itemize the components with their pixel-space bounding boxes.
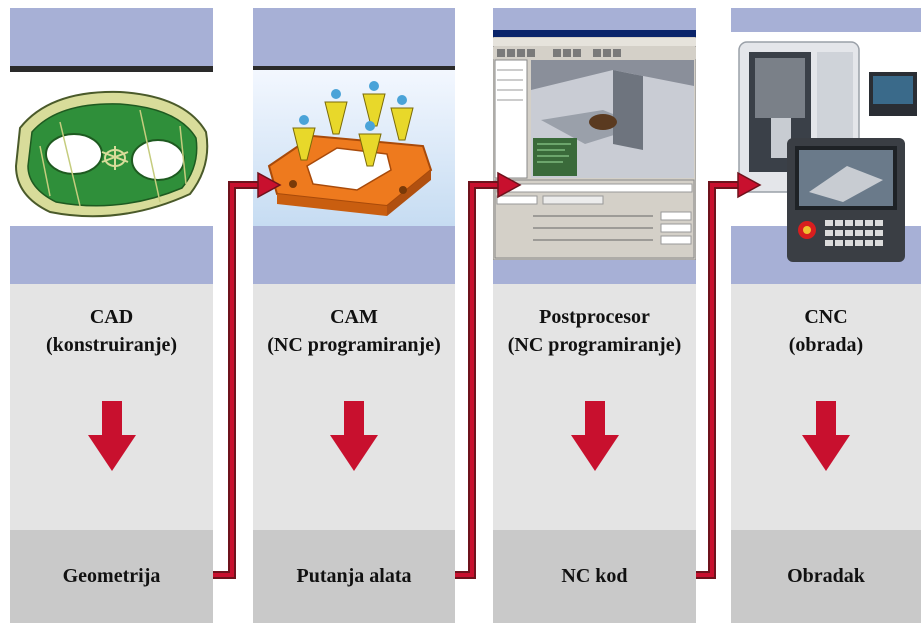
band-top [10,8,213,66]
down-arrow-icon [330,401,378,471]
stage-title: CAD (konstruiranje) [10,303,213,359]
stage-output-label: NC kod [561,565,628,587]
connector-arrow-2 [455,171,522,579]
stage-title-line2: (obrada) [788,334,864,356]
cam-toolpath-image [253,66,455,226]
stage-title-line1: CAD [89,306,134,328]
postprocessor-screen-image [493,30,696,260]
stage-output: Putanja alata [253,530,455,623]
down-arrow-icon [802,401,850,471]
stage-output: Obradak [731,530,921,623]
stage-title-line2: (NC programiranje) [507,334,682,356]
down-arrow-icon [87,401,136,471]
stage-output: NC kod [493,530,696,623]
band-mid [253,226,455,284]
stage-title-line1: CNC [804,306,848,328]
cnc-machine-image [731,32,921,262]
cad-part-image [10,66,213,226]
stage-title: Postprocesor (NC programiranje) [493,303,696,359]
stage-output-label: Putanja alata [296,565,412,587]
stage-cam: CAM (NC programiranje) Putanja alata [253,8,455,623]
stage-postprocessor: Postprocesor (NC programiranje) NC kod [493,8,696,623]
stage-title: CAM (NC programiranje) [253,303,455,359]
stage-title-line1: Postprocesor [539,306,650,328]
connector-arrow-1 [213,171,282,579]
band-top [253,8,455,66]
stage-output: Geometrija [10,530,213,623]
stage-title-line2: (NC programiranje) [267,334,441,356]
stage-output-label: Obradak [787,565,865,587]
stage-cad: CAD (konstruiranje) Geometrija [10,8,213,623]
stage-title: CNC (obrada) [731,303,921,359]
stage-title-line2: (konstruiranje) [45,334,178,356]
stage-cnc: CNC (obrada) Obradak [731,8,921,623]
stage-title-line1: CAM [330,306,378,328]
band-top [731,8,921,32]
connector-arrow-3 [696,171,762,579]
band-mid [10,226,213,284]
down-arrow-icon [570,401,619,471]
stage-output-label: Geometrija [62,565,161,587]
